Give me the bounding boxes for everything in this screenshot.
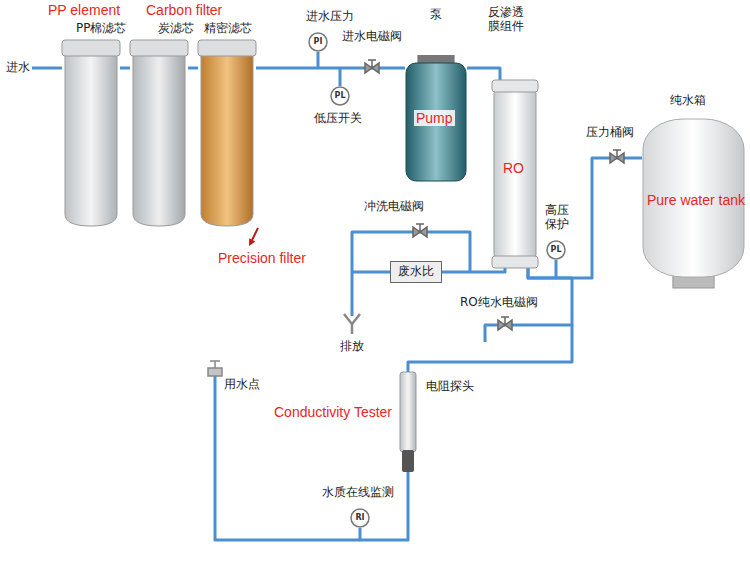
tank-body <box>643 119 744 277</box>
pump: 泵Pump <box>405 55 467 183</box>
part-label: 进水压力 <box>306 10 354 24</box>
leader-arrow <box>252 228 258 240</box>
pipe-connector <box>442 268 505 272</box>
part-label: 水质在线监测 <box>322 486 394 500</box>
gauge-dial <box>351 509 369 527</box>
precision-filter: 精密滤芯Precision filter <box>198 40 256 226</box>
conductivity-probe-outline <box>396 372 420 472</box>
drain-symbol <box>344 314 360 334</box>
membrane-cap <box>492 80 538 92</box>
gauge-dial <box>547 241 565 259</box>
part-label: 冲洗电磁阀 <box>364 200 424 214</box>
faucet-symbol <box>208 361 222 376</box>
english-annotation: PP element <box>48 2 120 18</box>
pp-filter: PP elementPP棉滤芯 <box>62 40 120 226</box>
pipe-connector <box>360 472 408 540</box>
part-label: 压力桶阀 <box>586 126 634 140</box>
membrane-body <box>494 88 536 260</box>
pressure-gauge: PL <box>546 240 566 260</box>
gauge-stub <box>339 68 342 86</box>
pipe-connector <box>528 158 642 278</box>
component-label: 纯水箱 <box>670 94 706 108</box>
english-annotation: Precision filter <box>218 250 306 266</box>
pp-filter-outline <box>62 40 120 226</box>
probe-body <box>400 372 416 452</box>
leader-arrowhead <box>249 238 255 246</box>
pump-body <box>406 63 466 181</box>
english-annotation: Pure water tank <box>647 192 745 208</box>
valve-symbol <box>365 60 379 73</box>
gauge-stub <box>555 260 558 278</box>
flush-pipe <box>352 232 470 316</box>
part-label: 排放 <box>340 340 364 354</box>
waste-ratio-box: 废水比 <box>390 261 442 283</box>
part-label: 用水点 <box>224 378 260 392</box>
gauge-dial <box>331 87 349 105</box>
supply-pipe <box>215 374 360 540</box>
filter-cap <box>198 40 256 56</box>
gauge-code: PL <box>330 86 350 106</box>
conductivity-probe: 电阻探头Conductivity Tester <box>396 372 420 472</box>
gauge-code: RI <box>350 508 370 528</box>
pipe-connector <box>256 67 405 70</box>
precision-filter-outline <box>198 40 256 226</box>
filter-housing <box>65 54 117 226</box>
gauge-dial <box>309 33 327 51</box>
component-label: 精密滤芯 <box>204 22 252 36</box>
pressure-gauge: PL <box>330 86 350 106</box>
english-annotation: Pump <box>414 110 455 126</box>
pipe-connector <box>467 68 500 80</box>
english-annotation: Conductivity Tester <box>274 404 392 420</box>
pipe-connector <box>120 67 130 70</box>
filter-cap <box>62 40 120 56</box>
component-label: 反渗透 膜组件 <box>486 6 527 34</box>
component-label: 废水比 <box>391 262 441 282</box>
probe-tip <box>402 450 414 472</box>
valve-symbol <box>610 150 624 163</box>
part-label: 进水 <box>6 61 30 75</box>
filter-cap <box>130 40 188 56</box>
carbon-filter-outline <box>130 40 188 226</box>
gauge-code: PL <box>546 240 566 260</box>
component-label: 泵 <box>430 8 442 22</box>
pipe-connector <box>408 268 572 372</box>
carbon-filter: Carbon filter炭滤芯 <box>130 40 188 226</box>
component-label: PP棉滤芯 <box>76 22 126 36</box>
valve-symbol <box>413 224 427 237</box>
filter-housing <box>201 54 253 226</box>
pure-water-tank: 纯水箱Pure water tank <box>642 118 745 288</box>
gauge-stub <box>317 52 320 68</box>
pipe-connector <box>188 67 198 70</box>
english-annotation: RO <box>503 160 524 176</box>
part-label: 低压开关 <box>314 112 362 126</box>
pressure-gauge: PI <box>308 32 328 52</box>
part-label: 高压 保护 <box>543 204 572 232</box>
filter-housing <box>133 54 185 226</box>
component-label: 电阻探头 <box>426 380 474 394</box>
part-label: RO纯水电磁阀 <box>460 296 538 310</box>
inlet-pipe <box>32 67 62 70</box>
valve-symbol <box>498 317 512 330</box>
ro-membrane: 反渗透 膜组件RO <box>492 80 538 268</box>
english-annotation: Carbon filter <box>146 2 222 18</box>
gauge-code: PI <box>308 32 328 52</box>
quality-gauge: RI <box>350 508 370 528</box>
part-label: 进水电磁阀 <box>342 30 402 44</box>
component-label: 炭滤芯 <box>158 22 194 36</box>
membrane-cap <box>492 256 538 268</box>
